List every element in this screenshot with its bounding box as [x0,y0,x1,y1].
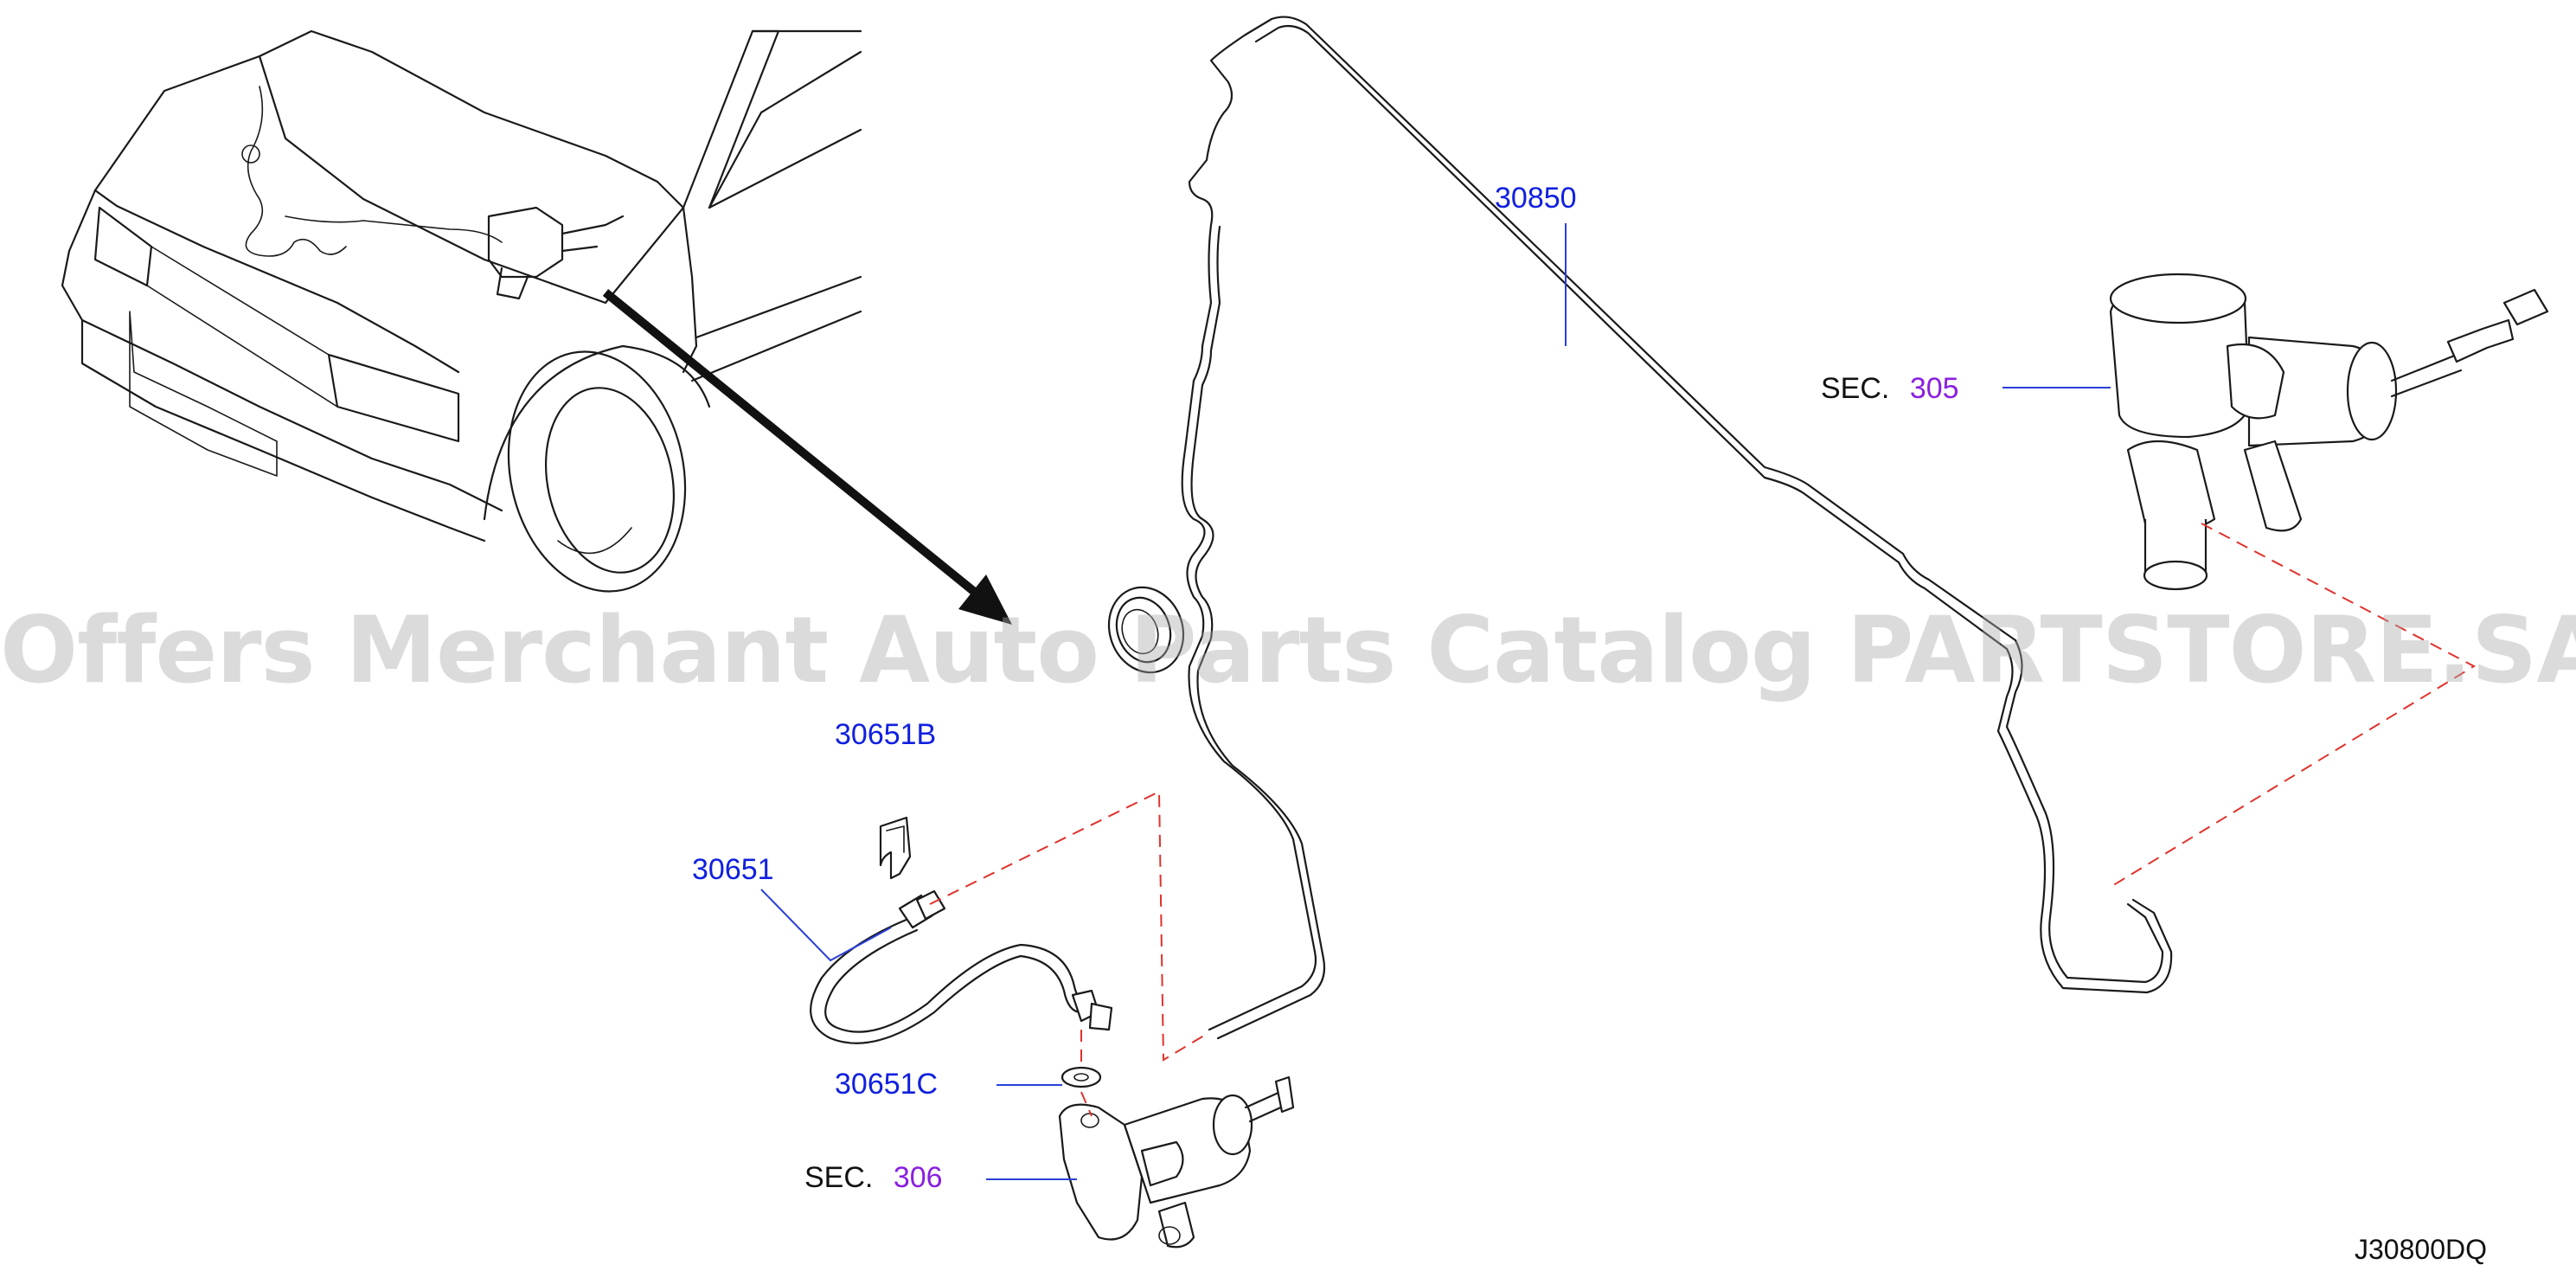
leader-lines [760,223,2111,1180]
clutch-tube [1107,16,2173,1040]
clutch-hose [810,889,1113,1044]
part-number-copper-washer[interactable]: 30651C [835,1068,939,1101]
lock-plate [879,816,912,880]
vehicle-overview [61,29,1012,625]
section-ref-operating-cylinder[interactable]: SEC. 306 [804,1163,943,1192]
reference-lines [929,523,2477,1117]
watermark: Offers Merchant Auto Parts Catalog PARTS… [0,597,2576,703]
section-ref-master-cylinder[interactable]: SEC. 305 [1821,374,1959,403]
section-prefix: SEC. [1821,372,1890,405]
section-number: 306 [893,1161,943,1194]
diagram-code: J30800DQ [2355,1234,2487,1265]
part-number-lock-plate[interactable]: 30651B [835,718,937,751]
clutch-operating-cylinder [1058,1075,1295,1249]
section-number: 305 [1909,372,1959,405]
copper-washer [1061,1066,1102,1088]
section-prefix: SEC. [804,1161,874,1194]
part-number-clutch-hose[interactable]: 30651 [692,853,774,886]
clutch-master-cylinder [2109,273,2549,591]
part-number-clutch-tube[interactable]: 30850 [1495,182,1577,215]
